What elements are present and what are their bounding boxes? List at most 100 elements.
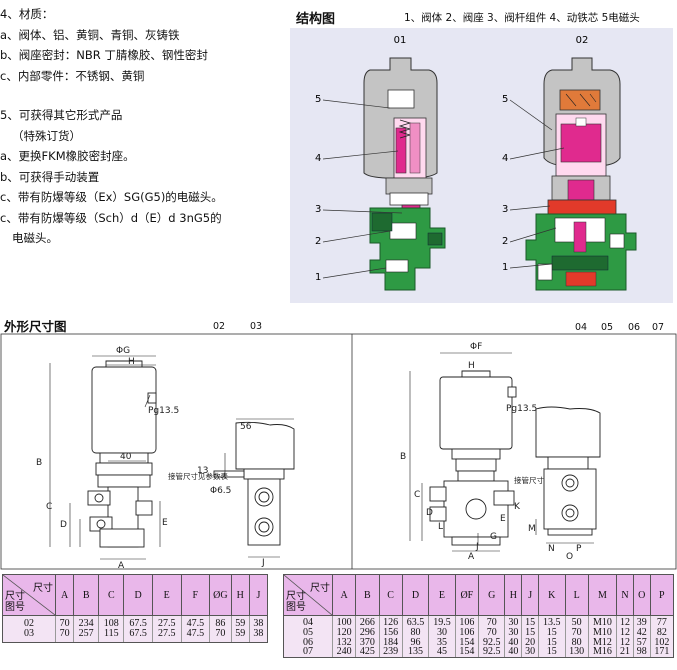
cell: 98 xyxy=(636,646,647,658)
cell: 30 xyxy=(436,626,447,638)
col-G: G xyxy=(477,574,506,616)
cell: 13.5 xyxy=(543,617,561,628)
table-left-corner: 尺寸 尺寸 图号 xyxy=(2,574,56,616)
callout-1-right: 1 xyxy=(502,262,508,273)
dimension-drawing-area: ΦG H Pg13.5 B C D E A 40 56 13 xyxy=(0,333,677,571)
col-D: D xyxy=(123,574,153,616)
cell: 40 xyxy=(508,636,519,648)
col-A: A xyxy=(331,574,357,616)
cell: 15 xyxy=(546,646,557,658)
lbl-p-right: P xyxy=(576,544,582,554)
row-code: 07 xyxy=(303,646,313,658)
cell: 425 xyxy=(359,646,375,658)
left-valve-side xyxy=(213,418,295,558)
cell: 106 xyxy=(459,617,475,628)
callouts-right: 5 4 3 2 1 xyxy=(502,94,565,273)
lbl-e-left: E xyxy=(162,518,168,528)
lbl-h-right: H xyxy=(468,361,475,371)
col-K: K xyxy=(538,574,566,616)
callout-5-left: 5 xyxy=(315,94,321,105)
callout-3-left: 3 xyxy=(315,204,321,215)
cell: 38 xyxy=(253,627,264,639)
lbl-phi-g: ΦG xyxy=(116,346,130,356)
cell: 296 xyxy=(359,626,375,638)
callout-1-left: 1 xyxy=(315,272,321,283)
material-item-a: a、阀体、铝、黄铜、青铜、灰铸铁 xyxy=(0,27,180,42)
cell: 154 xyxy=(459,646,475,658)
cell: 12 xyxy=(619,617,630,628)
cell: 92.5 xyxy=(482,636,501,648)
cell: 266 xyxy=(359,617,375,628)
col-O: O xyxy=(632,574,651,616)
corner-bottom-2: 图号 xyxy=(5,602,25,613)
cell: 67.5 xyxy=(129,627,147,639)
cell: 239 xyxy=(383,646,399,658)
cell: 50 xyxy=(571,617,582,628)
cell: 38 xyxy=(253,618,264,629)
col-J: J xyxy=(521,574,540,616)
other-note: （特殊订货） xyxy=(12,128,81,143)
lbl-m-right: M xyxy=(528,524,536,534)
col-C: C xyxy=(378,574,403,616)
cell: 70 xyxy=(486,617,497,628)
cell: 21 xyxy=(619,646,630,658)
other-title: 5、可获得其它形式产品 xyxy=(0,108,123,122)
col-B: B xyxy=(355,574,380,616)
cell: 27.5 xyxy=(157,627,176,639)
cell: 257 xyxy=(78,627,94,639)
corner-top-label: 尺寸 xyxy=(310,583,330,594)
cell: 70 xyxy=(571,626,582,638)
cell: 156 xyxy=(383,626,399,638)
cell: 70 xyxy=(59,618,70,629)
col-F: ØF xyxy=(454,574,479,616)
row-code: 05 xyxy=(303,626,313,638)
cell: 135 xyxy=(407,646,423,658)
cell: 82 xyxy=(656,626,667,638)
dim-code-07: 07 xyxy=(652,322,665,333)
cell: 77 xyxy=(656,617,667,628)
other-item-c2: c、带有防爆等级（Sch）d（E）d 3nG5的 xyxy=(0,210,222,225)
right-valve-side xyxy=(535,406,601,544)
table-right: 尺寸 尺寸 图号 A B C D E ØF G H J K L M N O P … xyxy=(283,574,675,659)
cell: 27.5 xyxy=(157,618,176,629)
cell: 47.5 xyxy=(186,627,205,639)
col-C: C xyxy=(98,574,125,616)
material-item-b: b、阀座密封：NBR 丁腈橡胶、钢性密封 xyxy=(0,48,208,62)
cell: 42 xyxy=(636,626,647,638)
valve-02-diagram: 02 xyxy=(525,35,637,291)
cell: 57 xyxy=(636,636,647,648)
cell: 70 xyxy=(215,627,226,639)
cell: 45 xyxy=(436,646,447,658)
cell: 63.5 xyxy=(406,617,425,628)
right-valve-front xyxy=(409,352,517,552)
cell: 80 xyxy=(571,636,582,648)
callout-3-right: 3 xyxy=(502,204,508,215)
row-code: 04 xyxy=(303,617,313,628)
col-H: H xyxy=(504,574,523,616)
dim-code-03: 03 xyxy=(250,321,263,332)
cell: 154 xyxy=(459,636,475,648)
valve-01-code: 01 xyxy=(394,35,407,46)
lbl-a-left: A xyxy=(118,561,125,571)
lbl-n-right: N xyxy=(548,544,555,554)
lbl-56: 56 xyxy=(240,422,252,432)
other-item-b: b、可获得手动装置 xyxy=(0,169,100,184)
cell: 130 xyxy=(569,646,585,658)
cell: 30 xyxy=(508,626,519,638)
lbl-l-right: L xyxy=(438,522,443,532)
cell: 39 xyxy=(636,617,647,628)
cell: 12 xyxy=(619,636,630,648)
cell: 70 xyxy=(59,627,70,639)
lbl-phi65: Φ6.5 xyxy=(210,486,231,496)
